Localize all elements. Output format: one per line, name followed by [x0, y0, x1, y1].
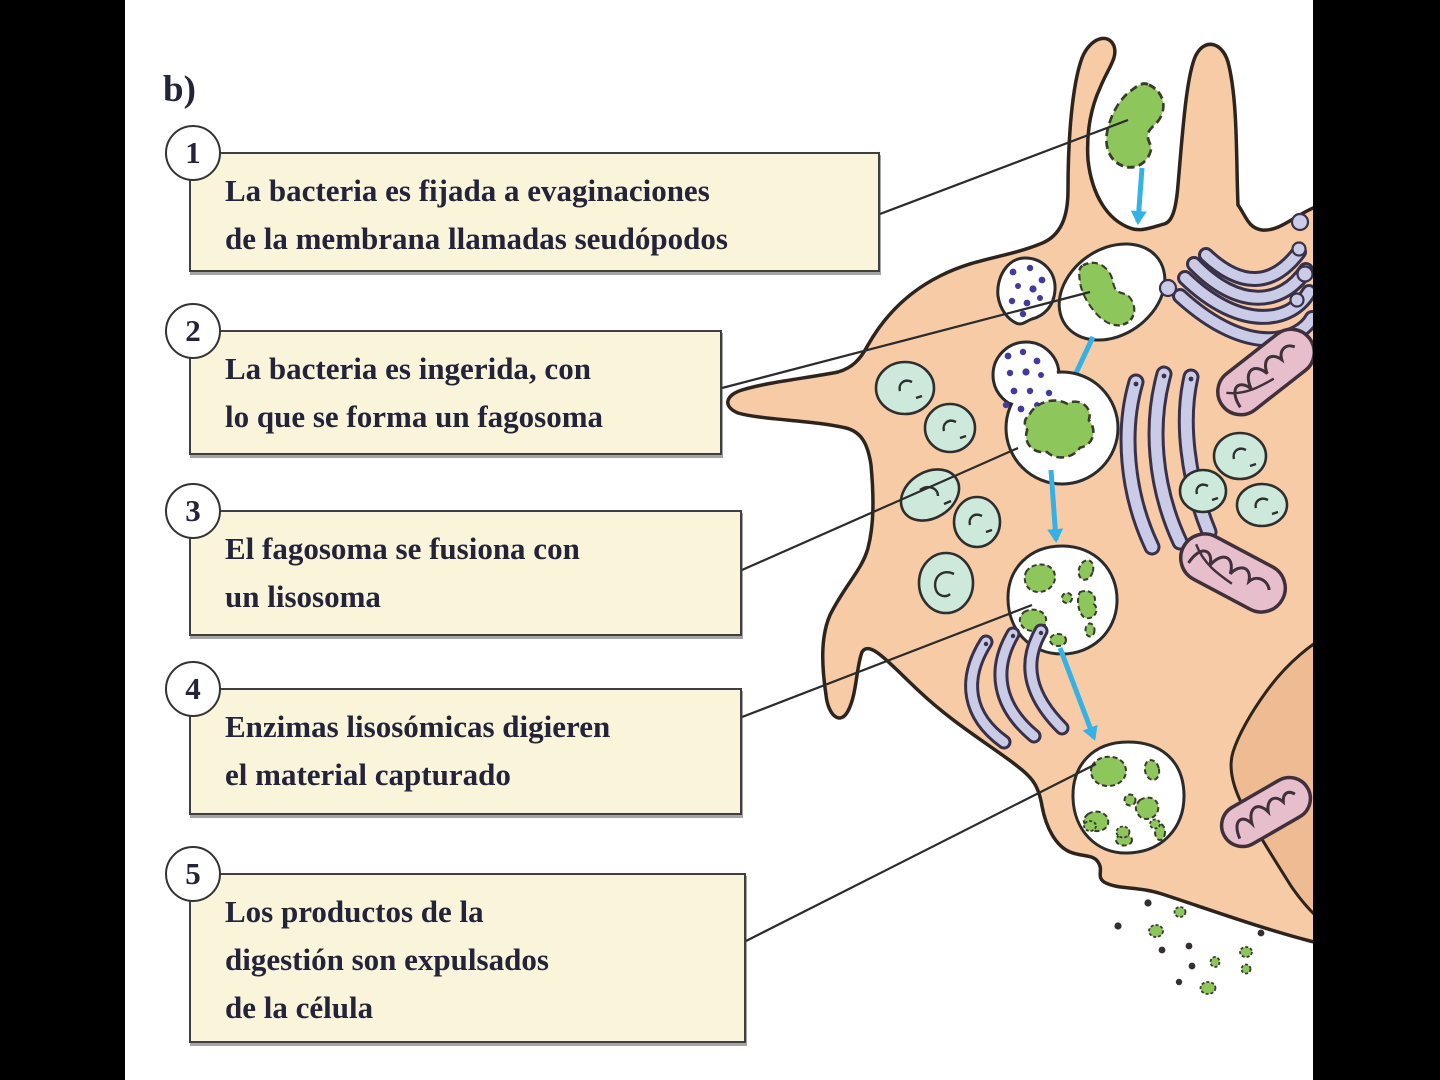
- step-2-text-line: lo que se forma un fagosoma: [225, 399, 604, 434]
- callout-connectors: [721, 118, 1129, 942]
- expelled-particles: [1083, 818, 1265, 995]
- mitochondrion-top: [1216, 327, 1316, 417]
- step-1-text-line: de la membrana llamadas seudópodos: [225, 221, 728, 256]
- step-3-text-line: El fagosoma se fusiona con: [225, 531, 580, 566]
- bacterium-digesting: [1023, 399, 1095, 459]
- golgi-vesicles: [1158, 212, 1314, 308]
- step-1-text-line: La bacteria es fijada a evaginaciones: [225, 173, 710, 208]
- golgi-stack-lower: [964, 623, 1070, 750]
- vesicle-marks: [898, 379, 1279, 598]
- step-5-number: 5: [185, 856, 201, 891]
- step-5-text-line: Los productos de la: [225, 894, 484, 929]
- residual-body: [1006, 544, 1119, 656]
- phagolysosome-fusion: [991, 340, 1120, 486]
- step-4-text-line: el material capturado: [225, 757, 511, 792]
- step-1-number: 1: [185, 135, 201, 170]
- callout-step-1: 1 La bacteria es fijada a evaginaciones …: [165, 125, 880, 272]
- enzyme-dots: [1008, 264, 1046, 318]
- step-2-number: 2: [185, 313, 201, 348]
- arrow-digestion: [1047, 469, 1064, 543]
- arrow-ingestion: [1130, 167, 1147, 225]
- callout-step-3: 3 El fagosoma se fusiona con un lisosoma: [165, 483, 742, 636]
- bacterium-fragments: [1018, 559, 1098, 647]
- step-5-text-line: digestión son expulsados: [225, 942, 549, 977]
- expelled-fragments: [1082, 755, 1166, 847]
- step-2-badge: 2: [165, 303, 221, 359]
- mitochondrion-middle: [1178, 532, 1288, 614]
- step-4-number: 4: [185, 671, 201, 706]
- step-1-badge: 1: [165, 125, 221, 181]
- step-5-text-line: de la célula: [225, 990, 374, 1025]
- letterbox-left: [0, 0, 125, 1080]
- step-2-text-line: La bacteria es ingerida, con: [225, 351, 591, 386]
- step-3-badge: 3: [165, 483, 221, 539]
- callout-step-4: 4 Enzimas lisosómicas digieren el materi…: [165, 661, 742, 815]
- step-3-number: 3: [185, 493, 201, 528]
- exocytosis-vesicle: [1071, 740, 1186, 855]
- mitochondrion-bottom: [1219, 775, 1313, 849]
- figure-label: b): [163, 69, 196, 110]
- transport-vesicles: [874, 360, 1289, 615]
- step-5-badge: 5: [165, 846, 221, 902]
- callout-step-5: 5 Los productos de la digestión son expu…: [165, 846, 746, 1043]
- step-4-badge: 4: [165, 661, 221, 717]
- bacterium-free: [1097, 75, 1171, 174]
- callout-step-2: 2 La bacteria es ingerida, con lo que se…: [165, 303, 722, 455]
- step-4-text-line: Enzimas lisosómicas digieren: [225, 709, 611, 744]
- arrow-exocytosis: [1057, 647, 1098, 741]
- step-3-text-line: un lisosoma: [225, 579, 381, 614]
- lysosome: [996, 256, 1057, 326]
- letterbox-right: [1313, 0, 1440, 1080]
